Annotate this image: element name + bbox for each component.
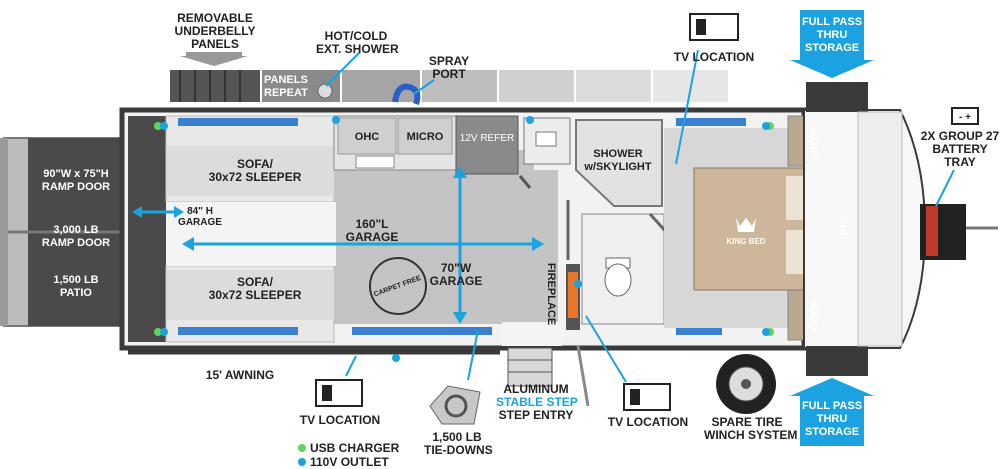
awning-label: 15' AWNING (205, 368, 275, 382)
wheel-icon (716, 354, 776, 414)
ward-bottom-label: WARD (807, 301, 818, 332)
legend-outlet-label: 110V OUTLET (310, 455, 389, 469)
battery-box (926, 206, 938, 256)
tie-downs-label: 1,500 LB TIE-DOWNS (424, 430, 493, 457)
battery-tray-label: 2X GROUP 27 BATTERY TRAY (920, 129, 1000, 169)
legend-dot-outlet (298, 458, 306, 466)
garage-height-label: 84" H GARAGE (178, 206, 222, 228)
removable-panels-label: REMOVABLE UNDERBELLY PANELS (174, 11, 256, 51)
underbelly-panels-strip (170, 70, 728, 102)
arrow-down-icon (790, 10, 874, 78)
sofa-top-seat (166, 146, 334, 196)
shower (575, 119, 663, 207)
shower-skylight-label: SHOWER w/SKYLIGHT (584, 148, 652, 173)
crown-icon (736, 218, 756, 232)
refrigerator (455, 115, 519, 175)
legend-dot-usb (298, 444, 306, 452)
entry-opening (502, 322, 562, 346)
outlets (154, 116, 774, 362)
ramp-door (0, 137, 125, 327)
arrow-up-icon (790, 378, 874, 446)
hot-cold-shower-label: HOT/COLD EXT. SHOWER (316, 29, 399, 56)
patio-label: 1,500 LB PATIO (53, 274, 99, 299)
battery-symbol: - + (959, 112, 971, 123)
ward-top-label: WARD (807, 127, 818, 158)
micro-cabinet (397, 117, 453, 155)
tv-location-bottom-right-label: TV LOCATION (607, 415, 689, 429)
ohc-bed-label: OHC (837, 217, 848, 239)
sofa-bottom-seat (166, 270, 334, 320)
king-bed-label: KING BED (726, 237, 765, 246)
sofa-bottom-label: SOFA/ 30x72 SLEEPER (208, 275, 302, 302)
window (676, 118, 746, 126)
step-entry-label: STEP ENTRY (498, 408, 574, 422)
garage-rear-panel (128, 116, 166, 342)
carpet-free-badge (369, 257, 427, 315)
window (178, 327, 298, 335)
arrow-down-icon (180, 52, 248, 66)
ohc-kitchen-label: OHC (354, 131, 380, 143)
tv-location-top-label: TV LOCATION (673, 50, 755, 64)
window (178, 118, 298, 126)
leader-lines (325, 49, 699, 383)
tv-icon (315, 379, 363, 407)
sofa-top-label: SOFA/ 30x72 SLEEPER (208, 157, 302, 184)
aluminum-label: ALUMINUM (503, 382, 569, 396)
window (352, 327, 492, 335)
spray-port-label: SPRAY PORT (428, 54, 470, 81)
micro-label: MICRO (406, 131, 444, 143)
stable-step-label: STABLE STEP (496, 395, 578, 409)
front-panel (857, 111, 903, 347)
shower-hose-icon (317, 83, 421, 105)
battery-icon: - + (951, 107, 979, 125)
refer-label: 12V REFER (459, 133, 515, 144)
full-pass-bottom-label: FULL PASS THRU STORAGE (801, 400, 863, 438)
ramp-door-size-label: 90"W x 75"H RAMP DOOR (41, 168, 111, 193)
pass-thru-storage-bottom (806, 346, 868, 376)
garage-center-white (166, 202, 336, 266)
toilet-bowl (604, 263, 632, 297)
garage-length-label: 160"L GARAGE (345, 217, 399, 244)
tv-icon (623, 383, 671, 411)
legend-usb-label: USB CHARGER (310, 441, 400, 455)
garage-dimension-arrows (132, 166, 544, 324)
panels-repeat-label: PANELS REPEAT (264, 74, 308, 99)
stable-step (507, 347, 553, 387)
tie-down-icon (429, 385, 481, 425)
pass-thru-storage-top (806, 82, 868, 112)
spare-tire-label: SPARE TIRE WINCH SYSTEM (704, 415, 798, 442)
fireplace-flame (568, 272, 578, 318)
range (355, 155, 395, 169)
full-pass-top-label: FULL PASS THRU STORAGE (801, 16, 863, 54)
sink-basin (535, 131, 557, 147)
garage-width-label: 70"W GARAGE (429, 261, 483, 288)
tv-location-bottom-left-label: TV LOCATION (299, 413, 381, 427)
ohc-cabinet (337, 117, 397, 155)
ramp-door-weight-label: 3,000 LB RAMP DOOR (41, 224, 111, 249)
tv-icon (689, 13, 739, 41)
window (676, 327, 722, 335)
fireplace-label: FIREPLACE (545, 263, 557, 325)
